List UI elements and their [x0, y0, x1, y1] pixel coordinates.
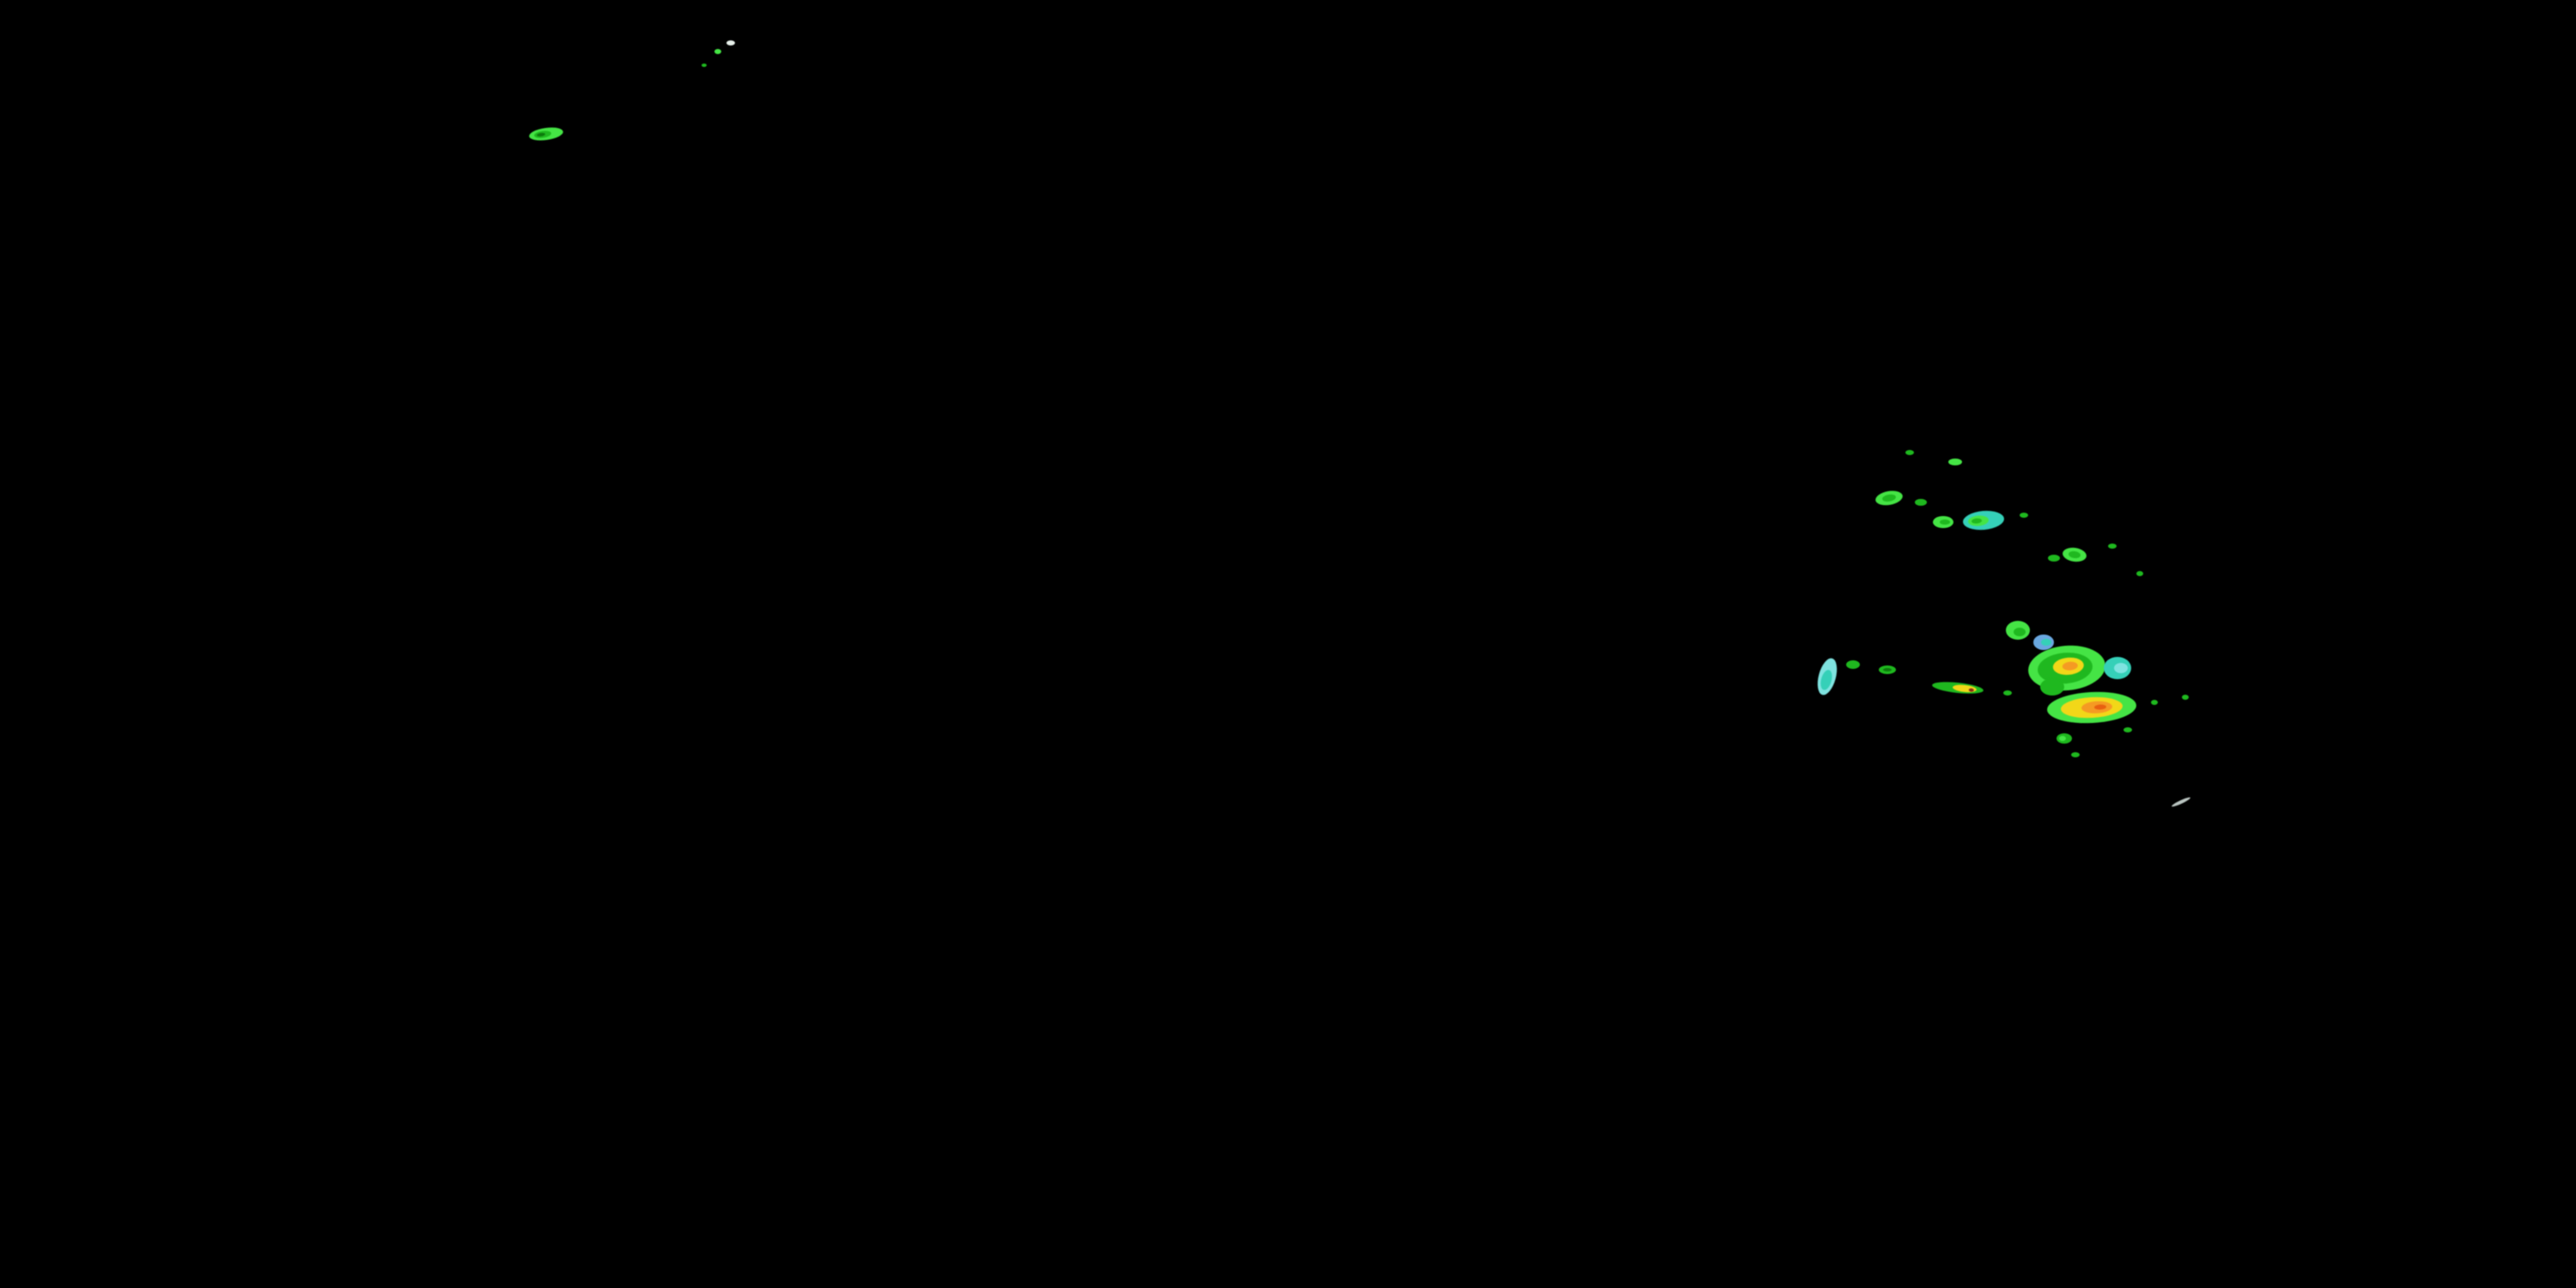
radar-echo-layer: [2171, 796, 2191, 808]
radar-echo-layer: [726, 40, 735, 46]
radar-echo-layer: [1905, 450, 1914, 455]
radar-echo-layer: [2041, 639, 2051, 646]
radar-echo-layer: [714, 49, 721, 54]
radar-echo-layer: [2020, 513, 2028, 518]
radar-echo-layer: [2114, 663, 2128, 673]
radar-echo-layer: [2136, 571, 2143, 576]
radar-echo-layer: [1940, 519, 1950, 525]
radar-echo-layer: [2014, 628, 2026, 636]
radar-echo-layer: [2048, 555, 2060, 562]
radar-echo-layer: [2059, 736, 2066, 741]
radar-echo-layer: [2040, 678, 2064, 696]
radar-echo-layer: [2151, 700, 2158, 705]
radar-echo-layer: [2123, 727, 2132, 732]
radar-echo-layer: [702, 64, 707, 67]
radar-echo-layer: [2108, 544, 2117, 549]
radar-echo-layer: [1846, 660, 1860, 669]
radar-echo-layer: [2182, 695, 2189, 700]
radar-echo-layer: [1883, 668, 1892, 671]
radar-echo-layer: [2003, 690, 2012, 696]
radar-echo-layer: [1948, 459, 1962, 465]
radar-echo-layer: [1915, 499, 1927, 506]
radar-echo-layer: [2071, 752, 2080, 757]
